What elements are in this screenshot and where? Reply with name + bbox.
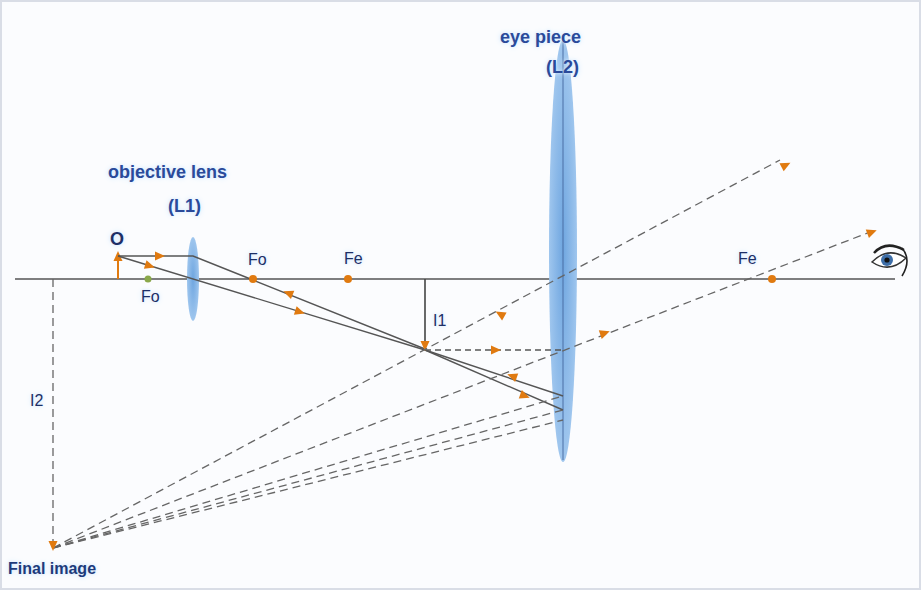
intermediate-image xyxy=(421,279,430,351)
lens-axis xyxy=(563,42,564,460)
part-label: Fe xyxy=(344,250,363,268)
part-label: Fo xyxy=(248,251,267,269)
focal-points xyxy=(145,275,777,283)
ray-arrowheads xyxy=(49,159,879,551)
part-label: I2 xyxy=(30,392,43,410)
part-label: (L1) xyxy=(168,197,201,217)
part-label: (L2) xyxy=(546,58,579,78)
part-label: O xyxy=(110,230,124,250)
virtual-rays xyxy=(53,160,870,548)
eye-icon xyxy=(872,246,907,276)
part-label: I1 xyxy=(433,312,446,330)
part-label: objective lens xyxy=(108,163,227,183)
part-label: Fo xyxy=(141,288,160,306)
final-image-label: Final image xyxy=(8,560,96,578)
part-label: eye piece xyxy=(500,28,581,48)
part-label: Fe xyxy=(738,250,757,268)
rays xyxy=(118,256,563,410)
object-arrow xyxy=(114,251,123,279)
